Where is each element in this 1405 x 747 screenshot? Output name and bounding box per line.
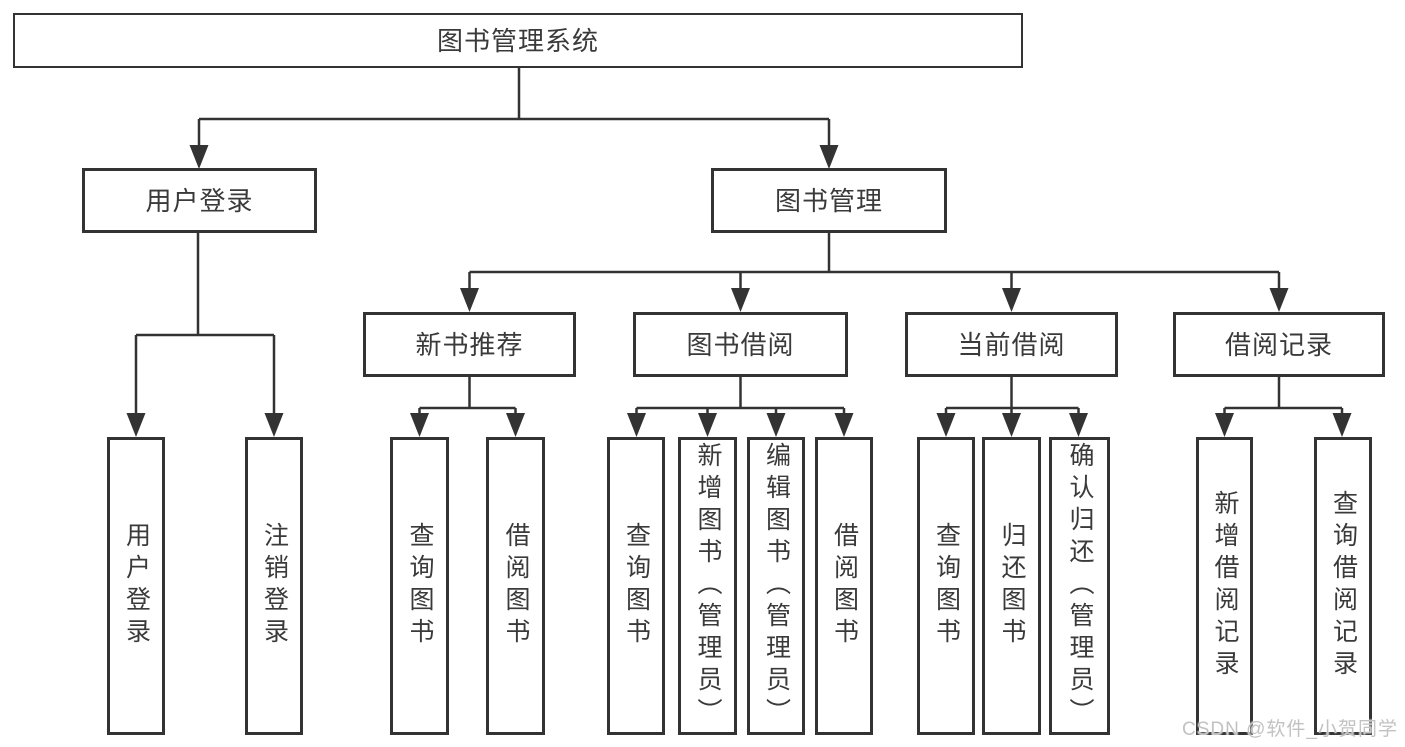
leaf-records-add-record: 新增借阅记录 — [1196, 437, 1253, 735]
leaf-current-return-books: 归还图书 — [982, 437, 1041, 735]
leaf-borrow-borrow-books: 借阅图书 — [815, 437, 873, 735]
connector-paths — [134, 68, 1344, 415]
leaf-borrow-add-books-admin: 新增图书（管理员） — [678, 437, 737, 735]
leaf-borrow-query-books: 查询图书 — [607, 437, 665, 735]
leaf-logout: 注销登录 — [245, 437, 303, 735]
leaf-recommend-borrow-books: 借阅图书 — [486, 437, 545, 735]
node-book-borrow: 图书借阅 — [633, 312, 848, 377]
node-borrow-records: 借阅记录 — [1173, 312, 1385, 377]
leaf-current-confirm-return-admin: 确认归还（管理员） — [1049, 437, 1110, 735]
node-user-login: 用户登录 — [82, 168, 317, 233]
leaf-current-query-books: 查询图书 — [917, 437, 975, 735]
leaf-user-login: 用户登录 — [107, 437, 165, 735]
leaf-records-query-record: 查询借阅记录 — [1314, 437, 1372, 735]
node-book-management: 图书管理 — [711, 168, 947, 233]
leaf-recommend-query-books: 查询图书 — [390, 437, 449, 735]
node-new-book-recommend: 新书推荐 — [363, 312, 576, 377]
leaf-borrow-edit-books-admin: 编辑图书（管理员） — [747, 437, 805, 735]
node-library-system-root: 图书管理系统 — [13, 13, 1023, 68]
watermark: CSDN @软件_小贺同学 — [1182, 719, 1398, 740]
node-current-borrow: 当前借阅 — [905, 312, 1118, 377]
arrowheads — [126, 145, 1352, 437]
